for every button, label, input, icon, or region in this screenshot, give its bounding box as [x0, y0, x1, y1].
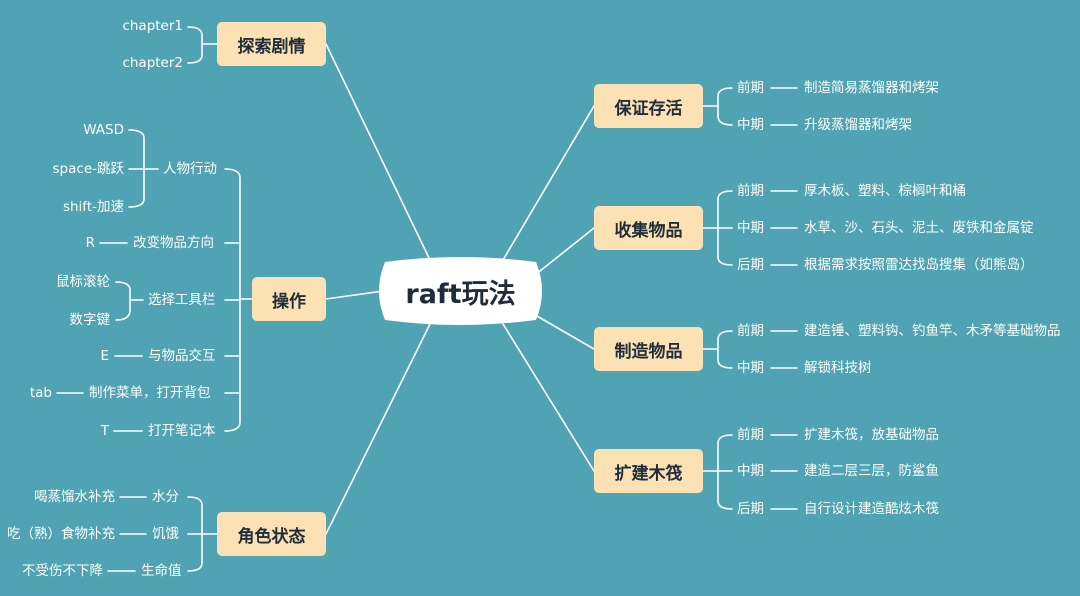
status-hunger-note: 吃（熟）食物补充 — [7, 526, 115, 542]
move-sprint: shift-加速 — [62, 199, 124, 215]
craft-key: tab — [29, 385, 52, 401]
collect-phase-2: 中期 — [737, 220, 764, 236]
topic-survive[interactable]: 保证存活 — [594, 84, 703, 128]
controls-tool: 选择工具栏 — [148, 292, 216, 308]
tool-wheel: 鼠标滚轮 — [56, 274, 110, 290]
collect-phase-3: 后期 — [737, 257, 764, 273]
rotate-key: R — [85, 235, 95, 251]
make-phase-2: 中期 — [737, 360, 764, 376]
notes-key: T — [100, 423, 109, 439]
make-text-1: 建造锤、塑料钩、钓鱼竿、木矛等基础物品 — [804, 323, 1061, 339]
explore-item-chapter1: chapter1 — [122, 18, 183, 34]
expand-text-3: 自行设计建造酷炫木筏 — [804, 501, 939, 517]
center-node-shape — [379, 257, 542, 325]
status-hunger: 饥饿 — [152, 526, 179, 542]
expand-phase-2: 中期 — [737, 463, 764, 479]
controls-notes: 打开笔记本 — [148, 423, 216, 439]
topic-make[interactable]: 制造物品 — [594, 327, 703, 371]
make-text-2: 解锁科技树 — [804, 360, 872, 376]
collect-phase-1: 前期 — [737, 183, 764, 199]
center-node: raft玩法 — [405, 278, 516, 310]
survive-text-2: 升级蒸馏器和烤架 — [804, 117, 912, 133]
survive-phase-1: 前期 — [737, 80, 764, 96]
interact-key: E — [100, 348, 109, 364]
topic-status[interactable]: 角色状态 — [217, 512, 326, 556]
status-water-note: 喝蒸馏水补充 — [34, 489, 115, 505]
controls-rotate: 改变物品方向 — [133, 235, 214, 251]
expand-text-1: 扩建木筏，放基础物品 — [804, 427, 939, 443]
collect-text-2: 水草、沙、石头、泥土、废铁和金属锭 — [804, 220, 1034, 236]
topic-expand[interactable]: 扩建木筏 — [594, 449, 703, 493]
collect-text-1: 厚木板、塑料、棕榈叶和桶 — [804, 183, 966, 199]
controls-craft: 制作菜单，打开背包 — [89, 385, 211, 401]
topic-collect[interactable]: 收集物品 — [594, 206, 703, 250]
survive-phase-2: 中期 — [737, 117, 764, 133]
tool-number: 数字键 — [69, 312, 111, 328]
expand-phase-3: 后期 — [737, 501, 764, 517]
move-jump: space-跳跃 — [52, 161, 124, 177]
explore-item-chapter2: chapter2 — [122, 55, 183, 71]
expand-phase-1: 前期 — [737, 427, 764, 443]
status-health: 生命值 — [141, 563, 182, 579]
topic-explore[interactable]: 探索剧情 — [217, 22, 326, 66]
make-phase-1: 前期 — [737, 323, 764, 339]
move-wasd: WASD — [83, 122, 124, 138]
survive-text-1: 制造简易蒸馏器和烤架 — [804, 80, 939, 96]
collect-text-3: 根据需求按照雷达找岛搜集（如熊岛） — [804, 257, 1034, 273]
topic-controls[interactable]: 操作 — [252, 277, 326, 321]
status-water: 水分 — [152, 489, 179, 505]
controls-interact: 与物品交互 — [148, 348, 216, 364]
controls-move: 人物行动 — [163, 161, 217, 177]
status-health-note: 不受伤不下降 — [22, 563, 103, 579]
expand-text-2: 建造二层三层，防鲨鱼 — [804, 463, 939, 479]
